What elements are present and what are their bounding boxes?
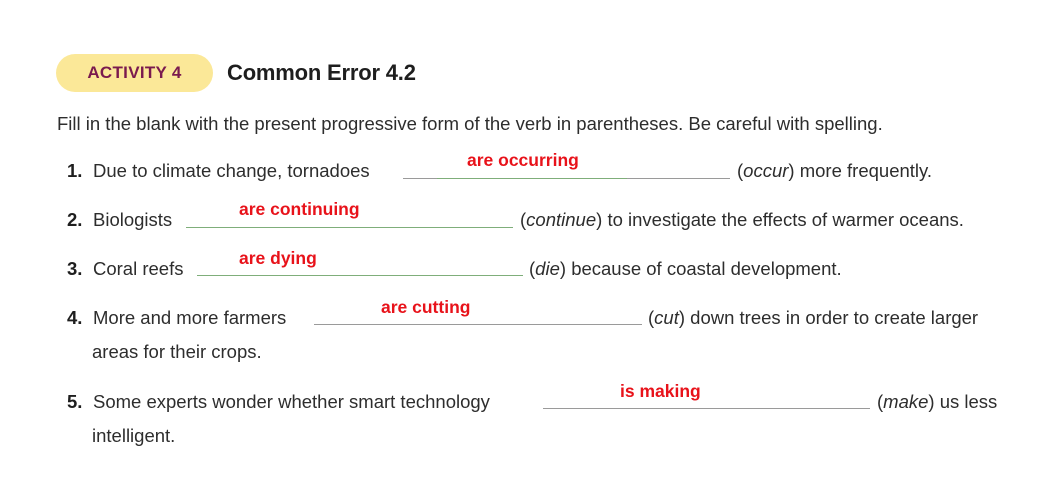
answer-blank-4[interactable] (314, 324, 642, 325)
item-text-after: because of coastal development. (571, 258, 842, 279)
item-text-after: us less (939, 391, 998, 412)
answer-text-2: are continuing (236, 199, 363, 220)
answer-text-5: is making (617, 381, 704, 402)
verb-hint: cut (654, 307, 679, 328)
item-text-after-1: (occur) more frequently. (737, 160, 933, 181)
verb-hint: continue (526, 209, 597, 230)
answer-text-4: are cutting (378, 297, 474, 318)
answer-blank-5[interactable] (543, 408, 870, 409)
item-number: 3. (67, 258, 83, 279)
item-text-before: Biologists (93, 209, 173, 230)
exercise-item-3: 3. Coral reefs (67, 257, 183, 281)
exercise-item-2: 2. Biologists (67, 208, 172, 232)
item-text-before: Coral reefs (93, 258, 184, 279)
item-number: 4. (67, 307, 83, 328)
answer-text-3: are dying (236, 248, 320, 269)
verb-hint: occur (743, 160, 789, 181)
item-text-before: Some experts wonder whether smart techno… (93, 391, 490, 412)
exercise-item-1: 1. Due to climate change, tornadoes (67, 159, 370, 183)
item-continuation-4: areas for their crops. (92, 341, 262, 362)
item-text-after: more frequently. (799, 160, 933, 181)
item-text-after: to investigate the effects of warmer oce… (607, 209, 964, 230)
answer-blank-highlight-3 (197, 275, 523, 276)
item-number: 5. (67, 391, 83, 412)
activity-header: ACTIVITY 4 Common Error 4.2 (56, 54, 416, 92)
activity-title: Common Error 4.2 (227, 60, 416, 85)
activity-badge: ACTIVITY 4 (56, 54, 213, 92)
item-text-after-2: (continue) to investigate the effects of… (520, 209, 964, 230)
item-number: 1. (67, 160, 83, 181)
answer-text-1: are occurring (464, 150, 582, 171)
item-number: 2. (67, 209, 83, 230)
verb-hint: make (883, 391, 929, 412)
verb-hint: die (535, 258, 560, 279)
answer-blank-highlight-1 (437, 178, 627, 179)
exercise-item-5: 5. Some experts wonder whether smart tech… (67, 390, 490, 414)
item-continuation-5: intelligent. (92, 425, 176, 446)
exercise-item-4: 4. More and more farmers (67, 306, 286, 330)
item-text-before: Due to climate change, tornadoes (93, 160, 370, 181)
instructions-text: Fill in the blank with the present progr… (57, 113, 883, 134)
item-text-after: down trees in order to create larger (690, 307, 979, 328)
answer-blank-highlight-2 (186, 227, 513, 228)
item-text-before: More and more farmers (93, 307, 287, 328)
item-text-after-4: (cut) down trees in order to create larg… (648, 307, 979, 328)
item-text-after-5: (make) us less (877, 391, 998, 412)
item-text-after-3: (die) because of coastal development. (529, 258, 842, 279)
